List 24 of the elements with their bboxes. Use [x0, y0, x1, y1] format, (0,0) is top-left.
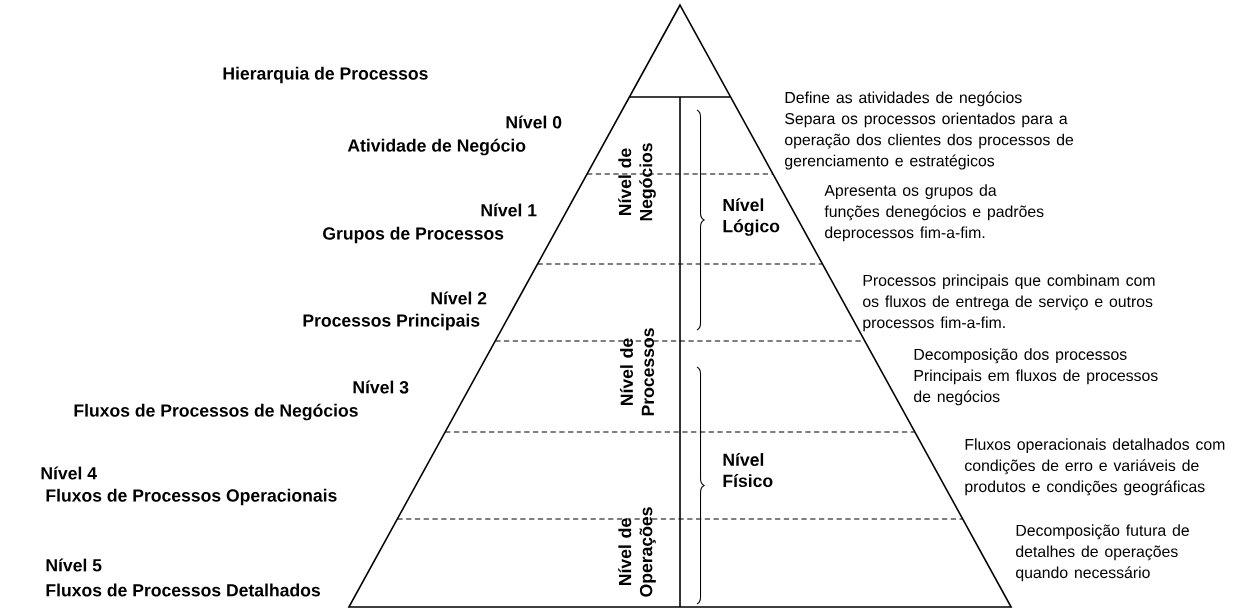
level-label: Nível 1: [481, 203, 537, 217]
level-label: Nível 2: [431, 291, 487, 305]
level-label: Nível 4: [41, 466, 97, 480]
level-label: Atividade de Negócio: [347, 138, 526, 156]
heading: Hierarquia de Processos: [223, 66, 428, 84]
description-text: Decomposição futura de detalhes de operações quando necessário: [1016, 524, 1189, 582]
description-text: Fluxos operacionais detalhados com condições de erro e variáveis de produtos e condições geográficas: [965, 438, 1225, 496]
level-label: Processos Principais: [303, 313, 480, 331]
level-label: Fluxos de Processos de Negócios: [74, 403, 358, 421]
level-label: Nível 3: [353, 380, 409, 394]
brace-label: Nível Lógico: [723, 198, 780, 236]
level-label: Fluxos de Processos Operacionais: [46, 488, 337, 506]
level-label: Nível 5: [46, 558, 102, 572]
rotated-label: Nível de Operações: [618, 507, 656, 597]
description-text: Decomposição dos processos Principais em fluxos de processos de negócios: [914, 348, 1158, 406]
description-text: Processos principais que combinam com os fluxos de entrega de serviço e outros processos fim-a-fim.: [863, 274, 1155, 332]
level-label: Grupos de Processos: [323, 226, 504, 244]
level-label: Fluxos de Processos Detalhados: [46, 583, 320, 597]
rotated-label: Nível de Negócios: [618, 143, 656, 221]
description-text: Apresenta os grupos da funções denegócios e padrões deprocessos fim-a-fim.: [824, 184, 1044, 242]
rotated-label: Nível de Processos: [619, 328, 655, 416]
brace-label: Nível Físico: [723, 452, 773, 488]
level-label: Nível 0: [506, 115, 562, 129]
description-text: Define as atividades de negócios Separa os processos orientados para a operação dos clientes dos processos de gerenciamento e estratégicos: [785, 91, 1074, 170]
